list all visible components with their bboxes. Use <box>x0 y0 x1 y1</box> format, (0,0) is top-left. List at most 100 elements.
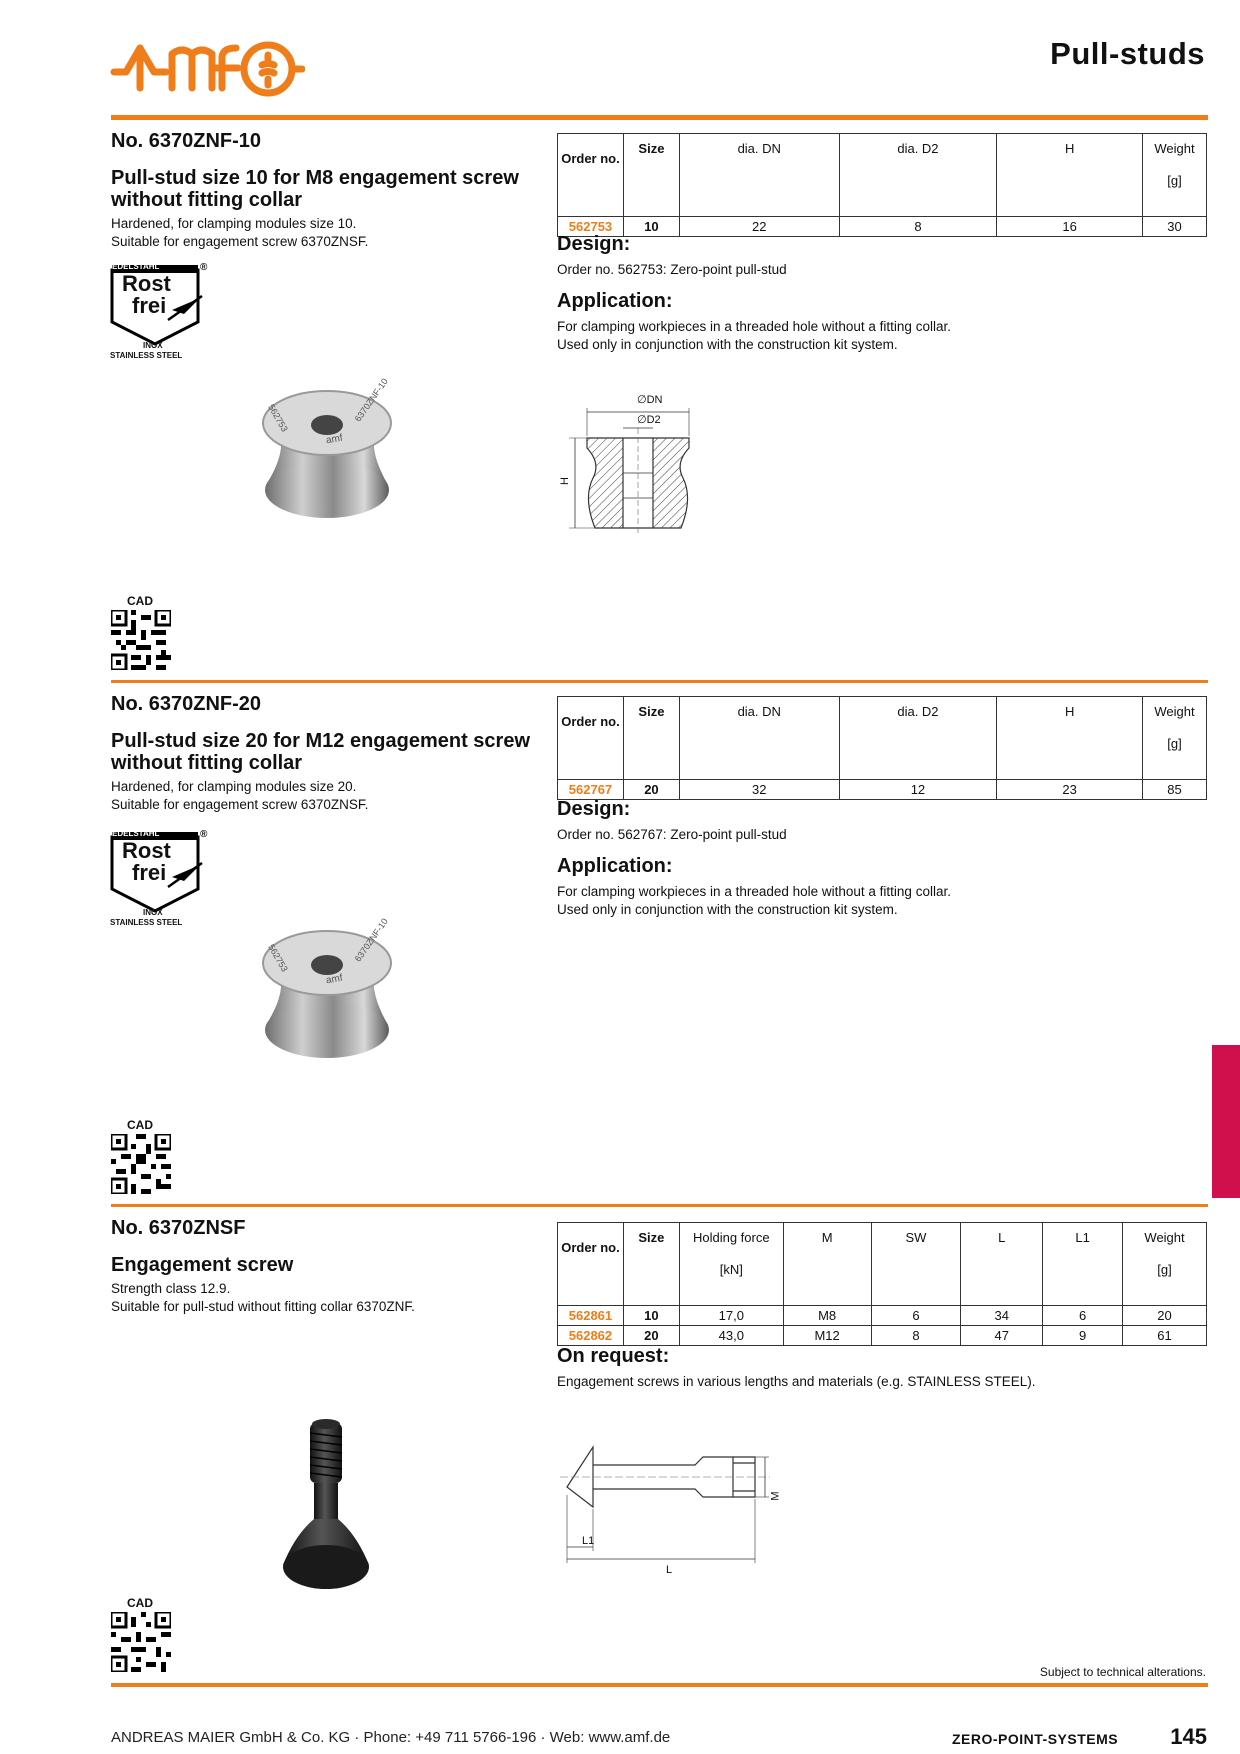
cell-size: 10 <box>622 1305 680 1326</box>
cad-qr-code[interactable] <box>109 1610 173 1674</box>
cad-label: CAD <box>127 594 153 608</box>
order-number-link[interactable]: 562767 <box>557 779 624 800</box>
drawing-label-h: H <box>558 477 571 485</box>
cell-weight: 85 <box>1142 779 1207 800</box>
table-row: 562862 20 43,0 M12 8 47 9 61 <box>557 1325 1207 1346</box>
cell-dia-d2: 8 <box>838 216 998 237</box>
badge-registered: ® <box>200 262 208 273</box>
header-dia-d2: dia. D2 <box>838 133 998 217</box>
spec-table: Order no. Size dia. DN dia. D2 H Weight[… <box>557 133 1207 237</box>
unit-holding-force: [kN] <box>719 1262 743 1277</box>
cell-l1: 9 <box>1042 1325 1124 1346</box>
cell-l1: 6 <box>1042 1305 1124 1326</box>
page-title: Pull-studs <box>1050 36 1205 71</box>
cad-label: CAD <box>127 1118 153 1132</box>
product-number: No. 6370ZNF-10 <box>111 130 262 152</box>
header-l: L <box>960 1222 1044 1306</box>
pull-stud-drawing <box>555 388 725 538</box>
cell-sw: 6 <box>870 1305 962 1326</box>
badge-frei-text: frei <box>132 860 167 885</box>
header-weight: Weight[g] <box>1122 1222 1207 1306</box>
table-row: 562767 20 32 12 23 85 <box>557 779 1207 800</box>
header-size: Size <box>622 133 680 217</box>
product-description: Hardened, for clamping modules size 10. … <box>111 216 369 249</box>
order-number-link[interactable]: 562861 <box>557 1305 624 1326</box>
badge-registered: ® <box>200 829 208 840</box>
application-text: For clamping workpieces in a threaded ho… <box>557 319 951 352</box>
cell-sw: 8 <box>870 1325 962 1346</box>
cell-dia-dn: 32 <box>678 779 840 800</box>
cad-qr-code[interactable] <box>109 608 173 672</box>
product-title: Engagement screw <box>111 1254 294 1276</box>
header-order-no: Order no. <box>557 1222 624 1306</box>
cell-h: 23 <box>996 779 1144 800</box>
cell-holding-force: 17,0 <box>678 1305 784 1326</box>
badge-frei-text: frei <box>132 293 167 318</box>
design-text: Order no. 562767: Zero-point pull-stud <box>557 827 787 842</box>
cell-dia-dn: 22 <box>678 216 840 237</box>
product-number: No. 6370ZNF-20 <box>111 693 262 715</box>
order-number-link[interactable]: 562753 <box>557 216 624 237</box>
cell-l: 34 <box>960 1305 1044 1326</box>
engagement-screw-drawing <box>555 1435 805 1585</box>
alterations-note: Subject to technical alterations. <box>1039 1665 1206 1679</box>
engagement-screw-photo <box>275 1415 385 1600</box>
unit-weight: [g] <box>1157 1262 1172 1277</box>
header-dia-d2: dia. D2 <box>838 696 998 780</box>
header-h: H <box>996 696 1144 780</box>
product-title: Pull-stud size 10 for M8 engagement scre… <box>111 167 519 211</box>
badge-inox-text: INOX <box>143 908 163 917</box>
badge-rost-text: Rost <box>122 838 171 863</box>
order-number-link[interactable]: 562862 <box>557 1325 624 1346</box>
table-row: 562861 10 17,0 M8 6 34 6 20 <box>557 1305 1207 1326</box>
table-row: 562753 10 22 8 16 30 <box>557 216 1207 237</box>
product-description: Strength class 12.9. Suitable for pull-s… <box>111 1281 415 1314</box>
product-number: No. 6370ZNSF <box>111 1217 246 1239</box>
cad-label: CAD <box>127 1596 153 1610</box>
amf-logo <box>110 38 306 100</box>
stainless-steel-badge <box>108 262 208 362</box>
cell-weight: 20 <box>1122 1305 1207 1326</box>
design-heading: Design: <box>557 798 631 820</box>
header-l1: L1 <box>1042 1222 1124 1306</box>
header-h: H <box>996 133 1144 217</box>
product-description: Hardened, for clamping modules size 20. … <box>111 779 369 812</box>
design-heading: Design: <box>557 233 631 255</box>
drawing-label-m: M <box>769 1491 782 1501</box>
header-weight: Weight[g] <box>1142 133 1207 217</box>
unit-weight: [g] <box>1167 173 1182 188</box>
on-request-text: Engagement screws in various lengths and… <box>557 1374 1036 1389</box>
drawing-label-d2: ∅D2 <box>637 414 661 426</box>
footer-rule <box>111 1683 1208 1687</box>
application-text: For clamping workpieces in a threaded ho… <box>557 884 951 917</box>
cell-weight: 61 <box>1122 1325 1207 1346</box>
header-order-no: Order no. <box>557 133 624 217</box>
footer-company-info: ANDREAS MAIER GmbH & Co. KG · Phone: +49… <box>111 1729 671 1746</box>
design-text: Order no. 562753: Zero-point pull-stud <box>557 262 787 277</box>
drawing-label-dn: ∅DN <box>637 394 663 406</box>
pull-stud-photo <box>258 925 398 1065</box>
spec-table: Order no. Size Holding force[kN] M SW L … <box>557 1222 1207 1346</box>
badge-top-text: EDELSTAHL <box>112 262 160 271</box>
pull-stud-photo <box>258 385 398 525</box>
drawing-label-l: L <box>666 1564 673 1576</box>
cell-size: 10 <box>622 216 680 237</box>
cell-m: M12 <box>782 1325 872 1346</box>
header-dia-dn: dia. DN <box>678 133 840 217</box>
header-weight: Weight[g] <box>1142 696 1207 780</box>
header-order-no: Order no. <box>557 696 624 780</box>
badge-rost-text: Rost <box>122 271 171 296</box>
unit-weight: [g] <box>1167 736 1182 751</box>
cell-holding-force: 43,0 <box>678 1325 784 1346</box>
header-rule <box>111 115 1208 120</box>
cell-dia-d2: 12 <box>838 779 998 800</box>
section-tab-marker <box>1212 1045 1240 1198</box>
header-size: Size <box>622 1222 680 1306</box>
section-rule <box>111 680 1208 683</box>
badge-top-text: EDELSTAHL <box>112 829 160 838</box>
cell-weight: 30 <box>1142 216 1207 237</box>
spec-table: Order no. Size dia. DN dia. D2 H Weight[… <box>557 696 1207 800</box>
cad-qr-code[interactable] <box>109 1132 173 1196</box>
stainless-steel-badge <box>108 829 208 929</box>
on-request-heading: On request: <box>557 1345 670 1367</box>
